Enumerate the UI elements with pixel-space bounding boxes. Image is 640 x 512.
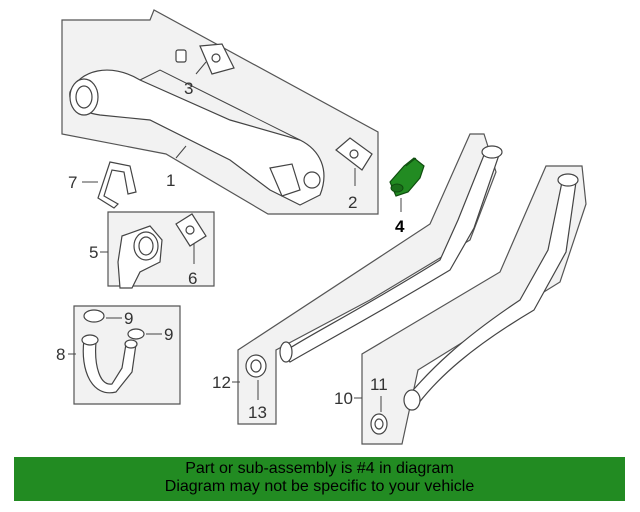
housing-part: [69, 69, 325, 206]
thermostat-part: [117, 225, 163, 289]
callout-10: 10: [334, 389, 353, 408]
part-info-banner: Part or sub-assembly is #4 in diagram Di…: [14, 457, 625, 501]
parts-diagram: 1 2 3 4 5 6 7 8 9 9 10 11 12 13: [56, 9, 587, 445]
panel-pipe-12: [237, 133, 497, 425]
callout-2: 2: [348, 193, 357, 212]
callout-8: 8: [56, 345, 65, 364]
callout-7: 7: [68, 173, 77, 192]
callout-6: 6: [188, 269, 197, 288]
callout-11: 11: [370, 375, 388, 394]
seal-part-13: [245, 354, 267, 378]
pipe-part: [279, 145, 503, 363]
clamp-part-9b: [127, 328, 145, 340]
banner-line-2: Diagram may not be specific to your vehi…: [164, 478, 475, 495]
callout-4[interactable]: 4: [395, 217, 405, 236]
gasket-part-2: [335, 137, 373, 171]
callout-1: 1: [166, 171, 175, 190]
callout-12: 12: [212, 373, 231, 392]
clamp-part-9a: [83, 309, 105, 323]
leader-3: [195, 61, 207, 75]
hose-part-8: [81, 334, 138, 394]
pipe-part-10: [403, 173, 579, 411]
clip-part-7: [97, 161, 137, 209]
gasket-part-6: [175, 213, 207, 247]
callout-5: 5: [89, 243, 98, 262]
callout-13: 13: [248, 403, 267, 422]
leader-1: [175, 145, 187, 159]
gasket-part-3: [199, 43, 235, 75]
callout-9b: 9: [164, 325, 173, 344]
callout-3: 3: [184, 79, 193, 98]
callout-9a: 9: [124, 309, 133, 328]
sensor-part-4-highlighted[interactable]: [389, 157, 425, 197]
cap-part: [175, 49, 187, 63]
seal-part-11: [370, 413, 388, 435]
banner-line-1: Part or sub-assembly is #4 in diagram: [185, 460, 454, 477]
